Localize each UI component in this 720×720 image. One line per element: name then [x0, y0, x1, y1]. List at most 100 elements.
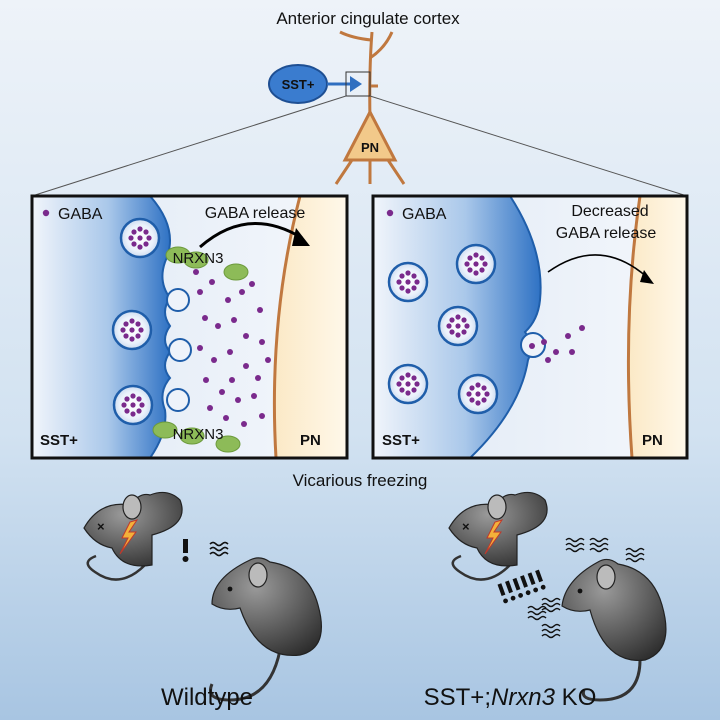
nrxn3-label-bottom: NRXN3 [173, 426, 224, 443]
shock-lightning-icon [119, 519, 139, 555]
gaba-molecule [241, 421, 247, 427]
fusion-pore [166, 288, 190, 312]
gaba-molecule [251, 393, 257, 399]
gaba-molecule [215, 323, 221, 329]
gaba-molecule [219, 389, 225, 395]
ko-label: SST+;Nrxn3 KO [424, 684, 597, 711]
gaba-molecule [211, 357, 217, 363]
nrxn3-protein [183, 251, 209, 269]
vesicles-left [111, 217, 161, 426]
pyramidal-neuron: PN [334, 30, 406, 185]
sst-interneuron: SST+ [268, 64, 371, 104]
vocalization-icon [625, 547, 645, 563]
released-gaba-right [529, 325, 585, 363]
synaptic-vesicle [455, 243, 497, 285]
gaba-molecule [255, 375, 261, 381]
gaba-molecule [529, 343, 535, 349]
sst-label-left: SST+ [40, 432, 78, 449]
synaptic-vesicle [112, 384, 154, 426]
release-arrow-right [547, 254, 649, 279]
gaba-release-label-right: GABA release [556, 225, 657, 242]
zoom-line-left [31, 95, 347, 197]
demonstrator-mouse-wildtype: × [83, 491, 183, 581]
gaba-molecule [579, 325, 585, 331]
nrxn3-protein [152, 421, 178, 439]
vocalization-icon [565, 537, 585, 553]
gaba-molecule [553, 349, 559, 355]
gaba-molecule [569, 349, 575, 355]
synaptic-vesicle [387, 261, 429, 303]
observer-mouse-wildtype [209, 557, 322, 702]
vocalization-icon [541, 597, 561, 613]
zoom-line-right [369, 95, 688, 197]
gaba-molecule [197, 345, 203, 351]
vocalization-icon [209, 541, 229, 557]
fusion-pore [168, 338, 192, 362]
gaba-molecule [243, 333, 249, 339]
nrxn3-clusters [152, 246, 249, 453]
observer-eye-icon [227, 586, 233, 592]
released-gaba-left [193, 269, 271, 427]
vesicles-right [387, 243, 499, 415]
gaba-molecule [227, 349, 233, 355]
gaba-molecule [202, 315, 208, 321]
gaba-release-label: GABA release [205, 205, 306, 222]
gaba-molecule [223, 415, 229, 421]
observer-mouse-ko [561, 558, 667, 702]
multiple-exclamations-icon [497, 569, 546, 604]
panel-wildtype-synapse: GABA GABA release NRXN3 NRXN3 SST+ PN [30, 194, 349, 460]
decreased-label: Decreased [571, 203, 648, 220]
panel-frame-left [30, 194, 349, 460]
vicarious-freezing-title: Vicarious freezing [293, 471, 428, 490]
gaba-molecule [193, 269, 199, 275]
dead-eye-x-icon: × [97, 519, 105, 534]
release-arrow-left [199, 221, 303, 249]
gaba-molecule [565, 333, 571, 339]
exclamation-icon [183, 539, 188, 553]
dead-eye-x-icon-ko: × [462, 519, 470, 534]
fusion-pore [166, 388, 190, 412]
nrxn3-protein [223, 263, 249, 281]
gaba-molecule [197, 289, 203, 295]
wildtype-label: Wildtype [161, 684, 253, 711]
synaptic-vesicle [111, 309, 153, 351]
release-arrowhead-right [640, 270, 654, 284]
demonstrator-mouse-ko: × [448, 491, 548, 581]
gaba-molecule [249, 281, 255, 287]
observer-eye-icon-ko [577, 588, 583, 594]
vocalization-icon [589, 537, 609, 553]
gaba-molecule [545, 357, 551, 363]
pn-label-top: PN [361, 140, 379, 155]
gaba-molecule [203, 377, 209, 383]
synaptic-vesicle [457, 373, 499, 415]
gaba-molecule [265, 357, 271, 363]
gaba-legend-right: GABA [402, 206, 447, 223]
sst-label-top: SST+ [282, 77, 315, 92]
synaptic-vesicle [119, 217, 161, 259]
nrxn3-label-top: NRXN3 [173, 250, 224, 267]
gaba-legend-dot-right [386, 209, 394, 217]
synaptic-vesicle [437, 305, 479, 347]
gaba-molecule [225, 297, 231, 303]
sst-label-right: SST+ [382, 432, 420, 449]
panel-frame-right [371, 194, 689, 460]
gaba-molecule [207, 405, 213, 411]
nrxn3-protein [179, 427, 205, 445]
release-arrowhead-left [292, 228, 310, 246]
ko-signals [497, 537, 645, 639]
gaba-molecule [259, 413, 265, 419]
pn-label-right: PN [642, 432, 663, 449]
gaba-molecule [541, 339, 547, 345]
gaba-molecule [235, 397, 241, 403]
nrxn3-protein [215, 435, 241, 453]
fusion-pores-left [166, 288, 192, 412]
gaba-molecule [231, 317, 237, 323]
vocalization-icon [541, 623, 561, 639]
vocalization-icon [527, 605, 547, 621]
gaba-legend-left: GABA [58, 206, 103, 223]
gaba-molecule [257, 307, 263, 313]
gaba-molecule [239, 289, 245, 295]
gaba-molecule [209, 279, 215, 285]
